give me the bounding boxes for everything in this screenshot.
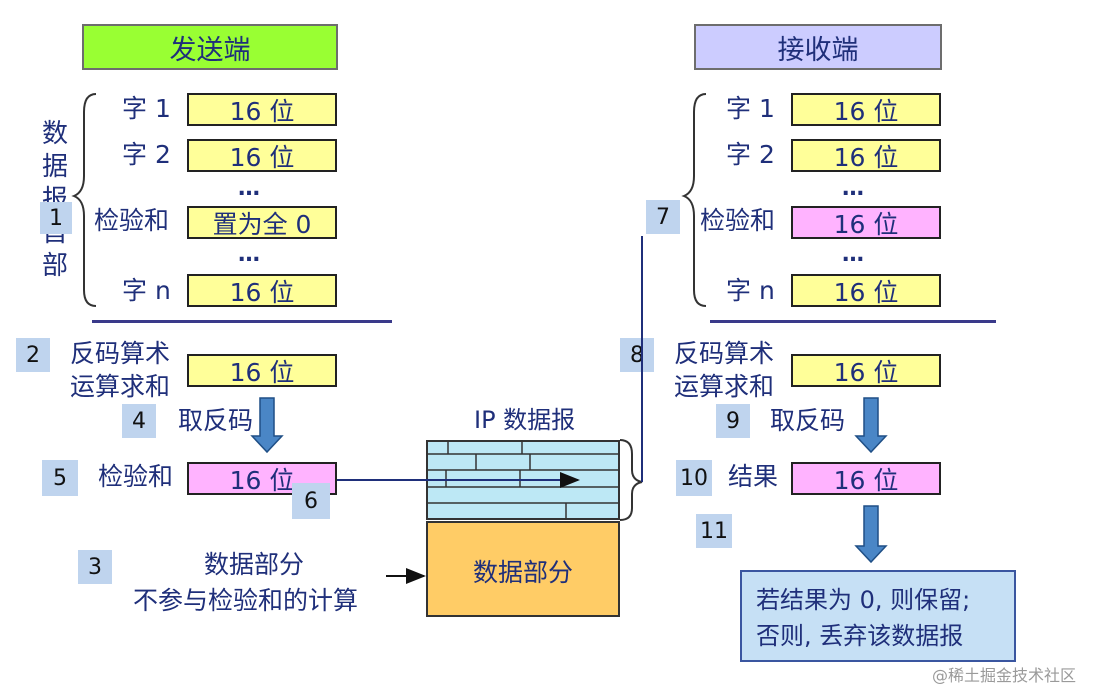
- sender-word-box: 16 位: [187, 274, 337, 307]
- header-label-char: 数: [41, 119, 68, 149]
- receiver-checksum-box: 16 位: [791, 206, 941, 239]
- sender-word-box: 16 位: [187, 139, 337, 172]
- sum-label-line1: 反码算术: [70, 339, 171, 368]
- ip-header-brace: [619, 439, 643, 521]
- sender-checksum-zero-box: 置为全 0: [187, 206, 337, 239]
- ip-data-part: 数据部分: [426, 521, 620, 617]
- invert-label: 取反码: [178, 406, 254, 435]
- sender-brace: [71, 93, 97, 307]
- divider-line: [710, 320, 996, 323]
- decision-line2: 否则, 丢弃该数据报: [756, 622, 964, 650]
- sender-row-label: 字 n: [122, 276, 171, 305]
- receiver-checksum-label: 检验和: [700, 206, 776, 235]
- sender-title: 发送端: [82, 24, 338, 70]
- data-note-line1: 数据部分: [204, 550, 305, 579]
- receiver-result-box: 16 位: [791, 462, 941, 495]
- checksum-label: 检验和: [98, 462, 174, 491]
- header-label-char: 部: [41, 251, 68, 281]
- receiver-row-label: 字 n: [726, 276, 775, 305]
- step-badge-5: 5: [42, 460, 78, 496]
- ellipsis: …: [842, 242, 865, 267]
- header-label-char: 据: [41, 152, 68, 182]
- sender-row-label: 字 1: [122, 94, 171, 123]
- receiver-row-label: 字 2: [726, 140, 775, 169]
- receiver-sum-label-line1: 反码算术: [674, 339, 775, 368]
- down-arrow-icon: [854, 505, 888, 564]
- down-arrow-icon: [854, 397, 888, 454]
- step-badge-2: 2: [16, 338, 50, 372]
- step-badge-7: 7: [646, 200, 680, 234]
- receiver-brace: [681, 93, 707, 307]
- step-badge-9: 9: [716, 404, 750, 438]
- ip-header-lines: [426, 440, 620, 520]
- receiver-word-box: 16 位: [791, 139, 941, 172]
- sender-sum-box: 16 位: [187, 354, 337, 387]
- decision-line1: 若结果为 0, 则保留;: [756, 586, 971, 614]
- sum-label-line2: 运算求和: [70, 372, 171, 401]
- ellipsis: …: [238, 176, 261, 201]
- down-arrow-icon: [250, 397, 284, 454]
- receiver-word-box: 16 位: [791, 274, 941, 307]
- decision-box: 若结果为 0, 则保留; 否则, 丢弃该数据报: [740, 570, 1016, 662]
- sender-row-label: 字 2: [122, 140, 171, 169]
- step-badge-8: 8: [620, 338, 654, 372]
- receiver-row-label: 字 1: [726, 94, 775, 123]
- sender-word-box: 16 位: [187, 93, 337, 126]
- ip-datagram-title: IP 数据报: [474, 406, 576, 434]
- receiver-sum-label-line2: 运算求和: [674, 372, 775, 401]
- receiver-word-box: 16 位: [791, 93, 941, 126]
- step-badge-1: 1: [40, 202, 72, 234]
- divider-line: [92, 320, 392, 323]
- sender-checksum-label: 检验和: [94, 206, 170, 235]
- step-badge-10: 10: [676, 460, 712, 496]
- receiver-invert-label: 取反码: [770, 406, 846, 435]
- receiver-sum-box: 16 位: [791, 354, 941, 387]
- result-label: 结果: [728, 462, 779, 491]
- step-badge-11: 11: [696, 514, 732, 548]
- data-note-line2: 不参与检验和的计算: [133, 586, 359, 615]
- step-badge-6: 6: [292, 483, 330, 519]
- watermark: @稀土掘金技术社区: [932, 666, 1077, 685]
- ellipsis: …: [238, 242, 261, 267]
- receiver-title: 接收端: [694, 24, 942, 70]
- step-badge-4: 4: [122, 404, 156, 438]
- ellipsis: …: [842, 176, 865, 201]
- step-badge-3: 3: [78, 550, 112, 584]
